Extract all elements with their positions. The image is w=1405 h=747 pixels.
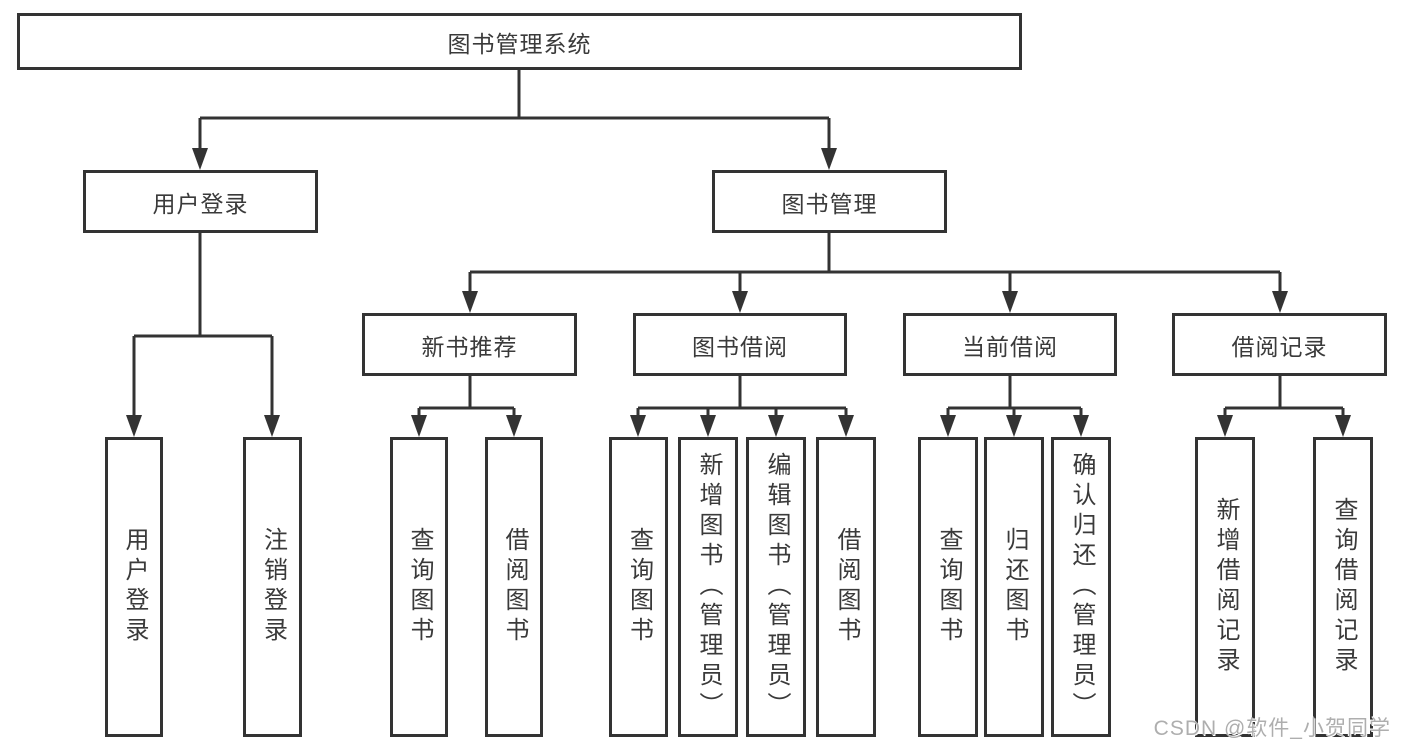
leaf-return-book: 归还图书 [984, 437, 1044, 737]
node-user-login-label: 用户登录 [152, 190, 249, 217]
node-book-borrow-label: 图书借阅 [692, 333, 788, 360]
connector-userlogin-to-leaves [132, 233, 274, 418]
node-current-borrow: 当前借阅 [903, 313, 1117, 376]
arrowhead [821, 148, 837, 170]
leaf-query-books-current-label: 查询图书 [935, 527, 962, 647]
node-book-management: 图书管理 [712, 170, 947, 233]
leaf-return-book-label: 归还图书 [1001, 527, 1028, 647]
leaf-logout-label: 注销登录 [259, 527, 287, 647]
node-book-borrow: 图书借阅 [633, 313, 847, 376]
connector-currentborrow-to-leaves [946, 376, 1083, 418]
leaf-borrow-books: 借阅图书 [816, 437, 876, 737]
leaf-borrow-books-recommend-label: 借阅图书 [501, 527, 528, 647]
leaf-query-books-current: 查询图书 [918, 437, 978, 737]
node-root: 图书管理系统 [17, 13, 1022, 70]
arrowhead [462, 291, 478, 313]
arrowhead [1006, 415, 1022, 437]
node-current-borrow-label: 当前借阅 [962, 333, 1058, 360]
arrowhead [732, 291, 748, 313]
arrowhead [940, 415, 956, 437]
arrowhead [1217, 415, 1233, 437]
arrowhead [1272, 291, 1288, 313]
leaf-query-books-recommend: 查询图书 [390, 437, 448, 737]
node-borrow-records: 借阅记录 [1172, 313, 1387, 376]
leaf-add-book-admin-label: 新增图书（管理员） [695, 452, 722, 722]
node-borrow-records-label: 借阅记录 [1231, 333, 1328, 360]
arrowhead [1002, 291, 1018, 313]
connector-records-to-leaves [1223, 376, 1345, 418]
leaf-add-borrow-record-label: 新增借阅记录 [1212, 497, 1239, 677]
leaf-borrow-books-recommend: 借阅图书 [485, 437, 543, 737]
leaf-confirm-return-admin-label: 确认归还（管理员） [1068, 452, 1095, 722]
leaf-logout: 注销登录 [243, 437, 302, 737]
leaf-add-borrow-record: 新增借阅记录 [1195, 437, 1255, 737]
arrowhead [192, 148, 208, 170]
leaf-query-books-borrow: 查询图书 [609, 437, 668, 737]
arrowhead [1073, 415, 1089, 437]
arrowhead [264, 415, 280, 437]
arrowhead [1335, 415, 1351, 437]
node-user-login: 用户登录 [83, 170, 318, 233]
leaf-borrow-books-label: 借阅图书 [833, 527, 860, 647]
arrowhead [700, 415, 716, 437]
leaf-edit-book-admin: 编辑图书（管理员） [746, 437, 806, 737]
arrowhead [126, 415, 142, 437]
leaf-user-login-label: 用户登录 [121, 527, 148, 647]
node-new-book-recommend: 新书推荐 [362, 313, 577, 376]
node-new-book-recommend-label: 新书推荐 [421, 333, 518, 360]
leaf-add-book-admin: 新增图书（管理员） [678, 437, 738, 737]
arrowhead [768, 415, 784, 437]
arrowhead [838, 415, 854, 437]
leaf-query-books-recommend-label: 查询图书 [406, 527, 433, 647]
leaf-query-borrow-record-label: 查询借阅记录 [1330, 497, 1357, 677]
arrowhead [630, 415, 646, 437]
leaf-query-books-borrow-label: 查询图书 [625, 527, 653, 647]
connector-bookborrow-to-leaves [636, 376, 848, 418]
node-root-label: 图书管理系统 [447, 30, 592, 57]
leaf-edit-book-admin-label: 编辑图书（管理员） [763, 452, 790, 722]
watermark: CSDN @软件_小贺同学 [1153, 717, 1391, 740]
connector-bookmgmt-to-level3 [468, 233, 1282, 294]
leaf-confirm-return-admin: 确认归还（管理员） [1051, 437, 1111, 737]
node-book-management-label: 图书管理 [781, 190, 878, 217]
leaf-user-login: 用户登录 [105, 437, 163, 737]
arrowhead [411, 415, 427, 437]
leaf-query-borrow-record: 查询借阅记录 [1313, 437, 1373, 737]
connector-root-to-level2 [198, 70, 831, 151]
connector-newbook-to-leaves [417, 376, 516, 418]
arrowhead [506, 415, 522, 437]
